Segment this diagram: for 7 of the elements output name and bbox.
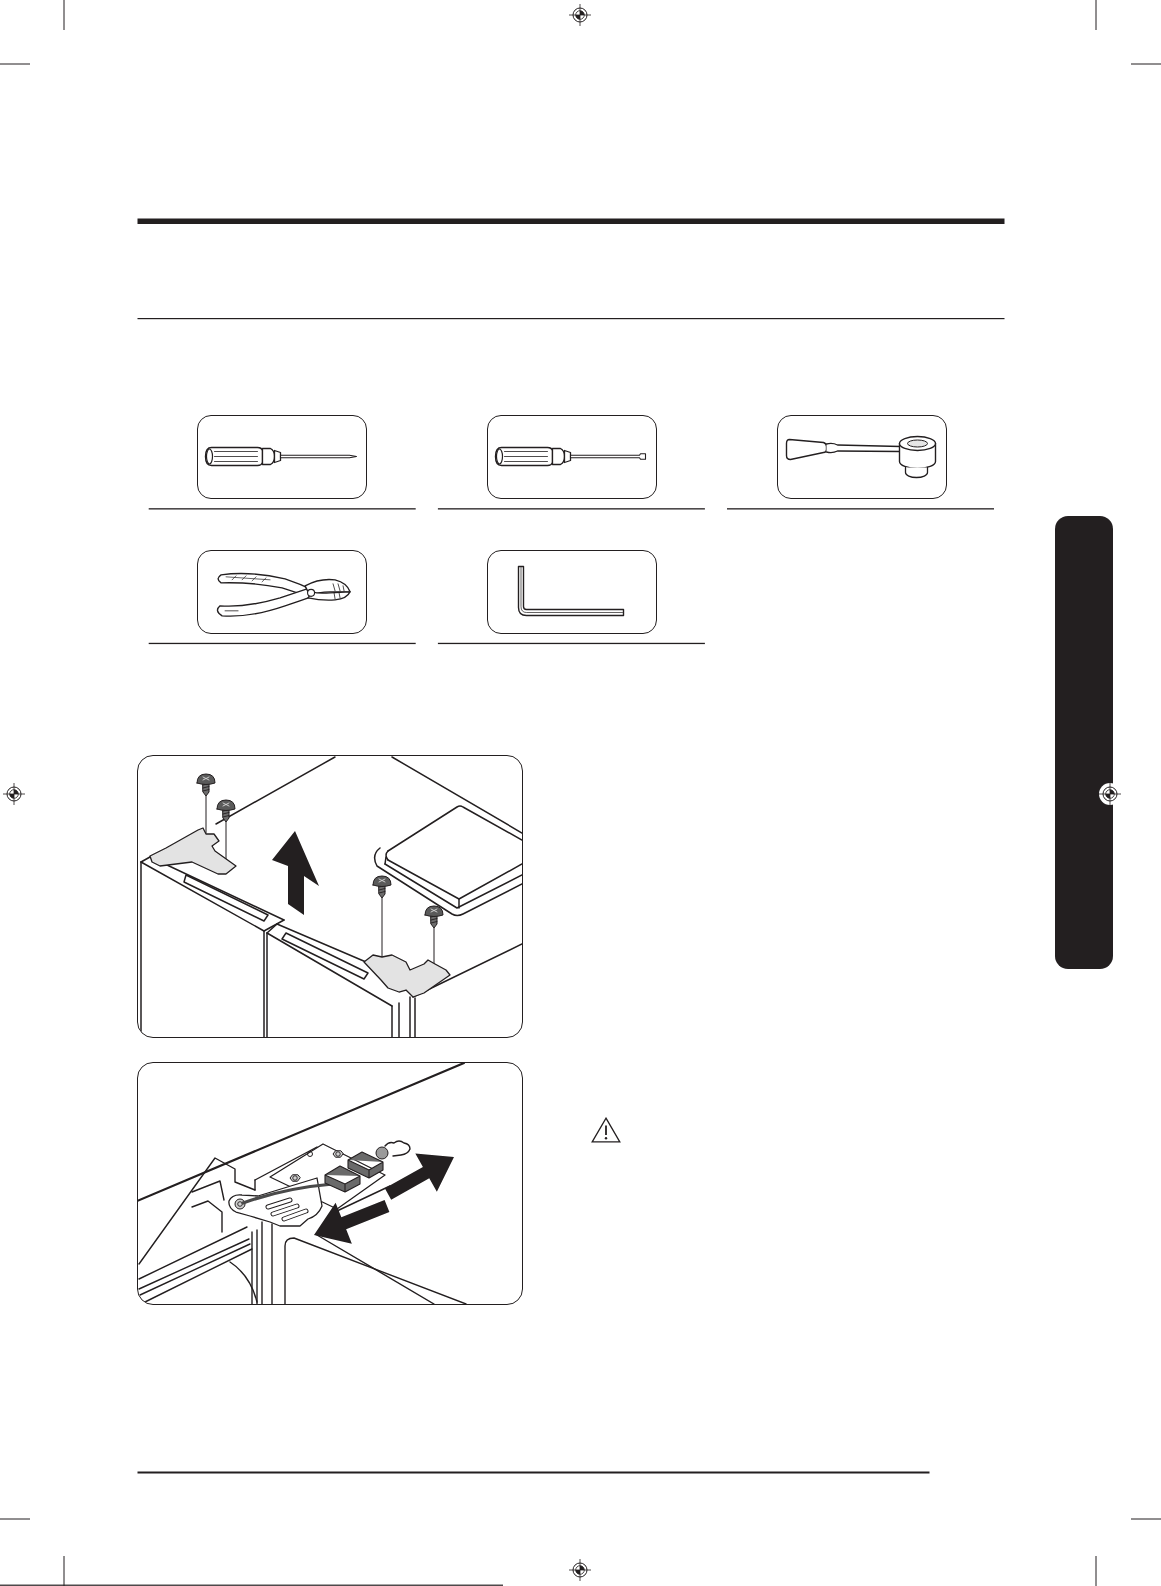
tool-frame — [197, 415, 367, 499]
tool-frame — [487, 415, 657, 499]
section-tab — [1055, 516, 1113, 969]
tool-frame — [487, 550, 657, 634]
tool-frame — [777, 415, 947, 499]
tool-frame — [197, 550, 367, 634]
illustration-frame — [137, 1062, 523, 1305]
